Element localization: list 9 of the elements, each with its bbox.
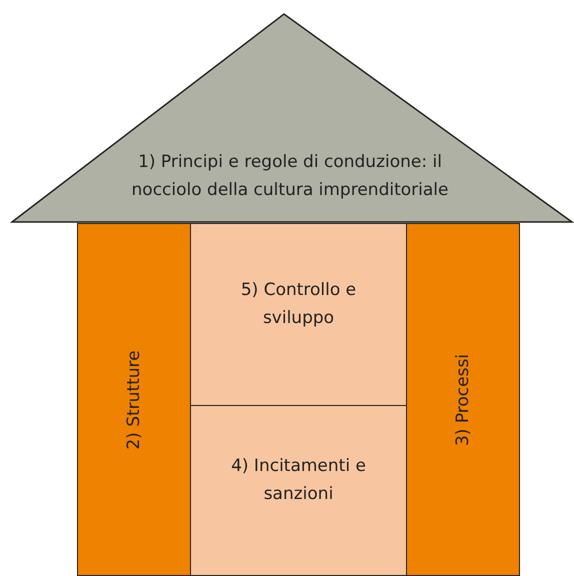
right-pillar <box>406 223 520 576</box>
left-pillar <box>77 223 191 576</box>
pillar-label: 2) Strutture <box>123 350 145 450</box>
lower-panel <box>190 405 407 576</box>
panel-label: 5) Controllo e sviluppo <box>240 278 358 330</box>
upper-panel <box>190 223 407 406</box>
roof-text: 1) Principi e regole di conduzione: il nocciolo della cultura imprenditoriale <box>130 151 450 202</box>
panel-label: 4) Incitamenti e sanzioni <box>231 454 366 506</box>
pillar-label: 3) Processi <box>452 353 474 446</box>
